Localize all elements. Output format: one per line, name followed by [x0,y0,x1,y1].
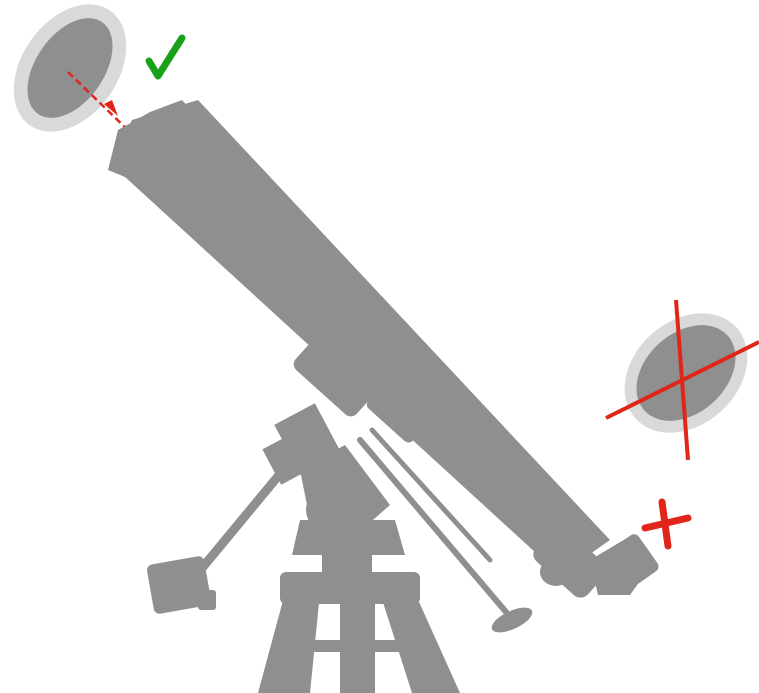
tripod-spreader [300,640,410,652]
counterweight-bar [188,440,308,585]
incorrect-filter [601,289,759,460]
telescope [108,100,661,693]
check-icon [149,38,182,76]
counterweight-lock [198,590,216,610]
focus-knob [540,558,572,586]
control-knob [488,603,535,638]
cross-icon [645,502,688,546]
